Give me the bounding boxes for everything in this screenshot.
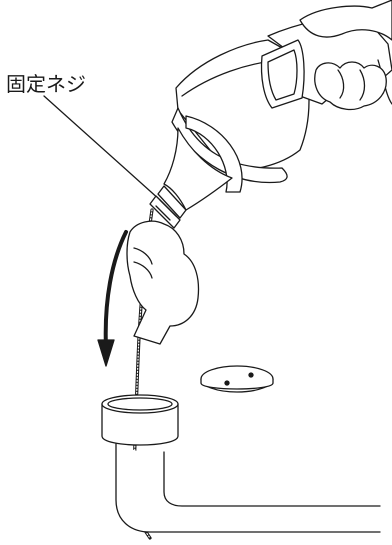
drain-pipe <box>102 395 380 532</box>
rotation-direction-arrow <box>98 232 126 366</box>
callout-leader-line <box>44 96 160 200</box>
drain-cover <box>201 366 273 392</box>
lower-hand <box>127 221 198 344</box>
